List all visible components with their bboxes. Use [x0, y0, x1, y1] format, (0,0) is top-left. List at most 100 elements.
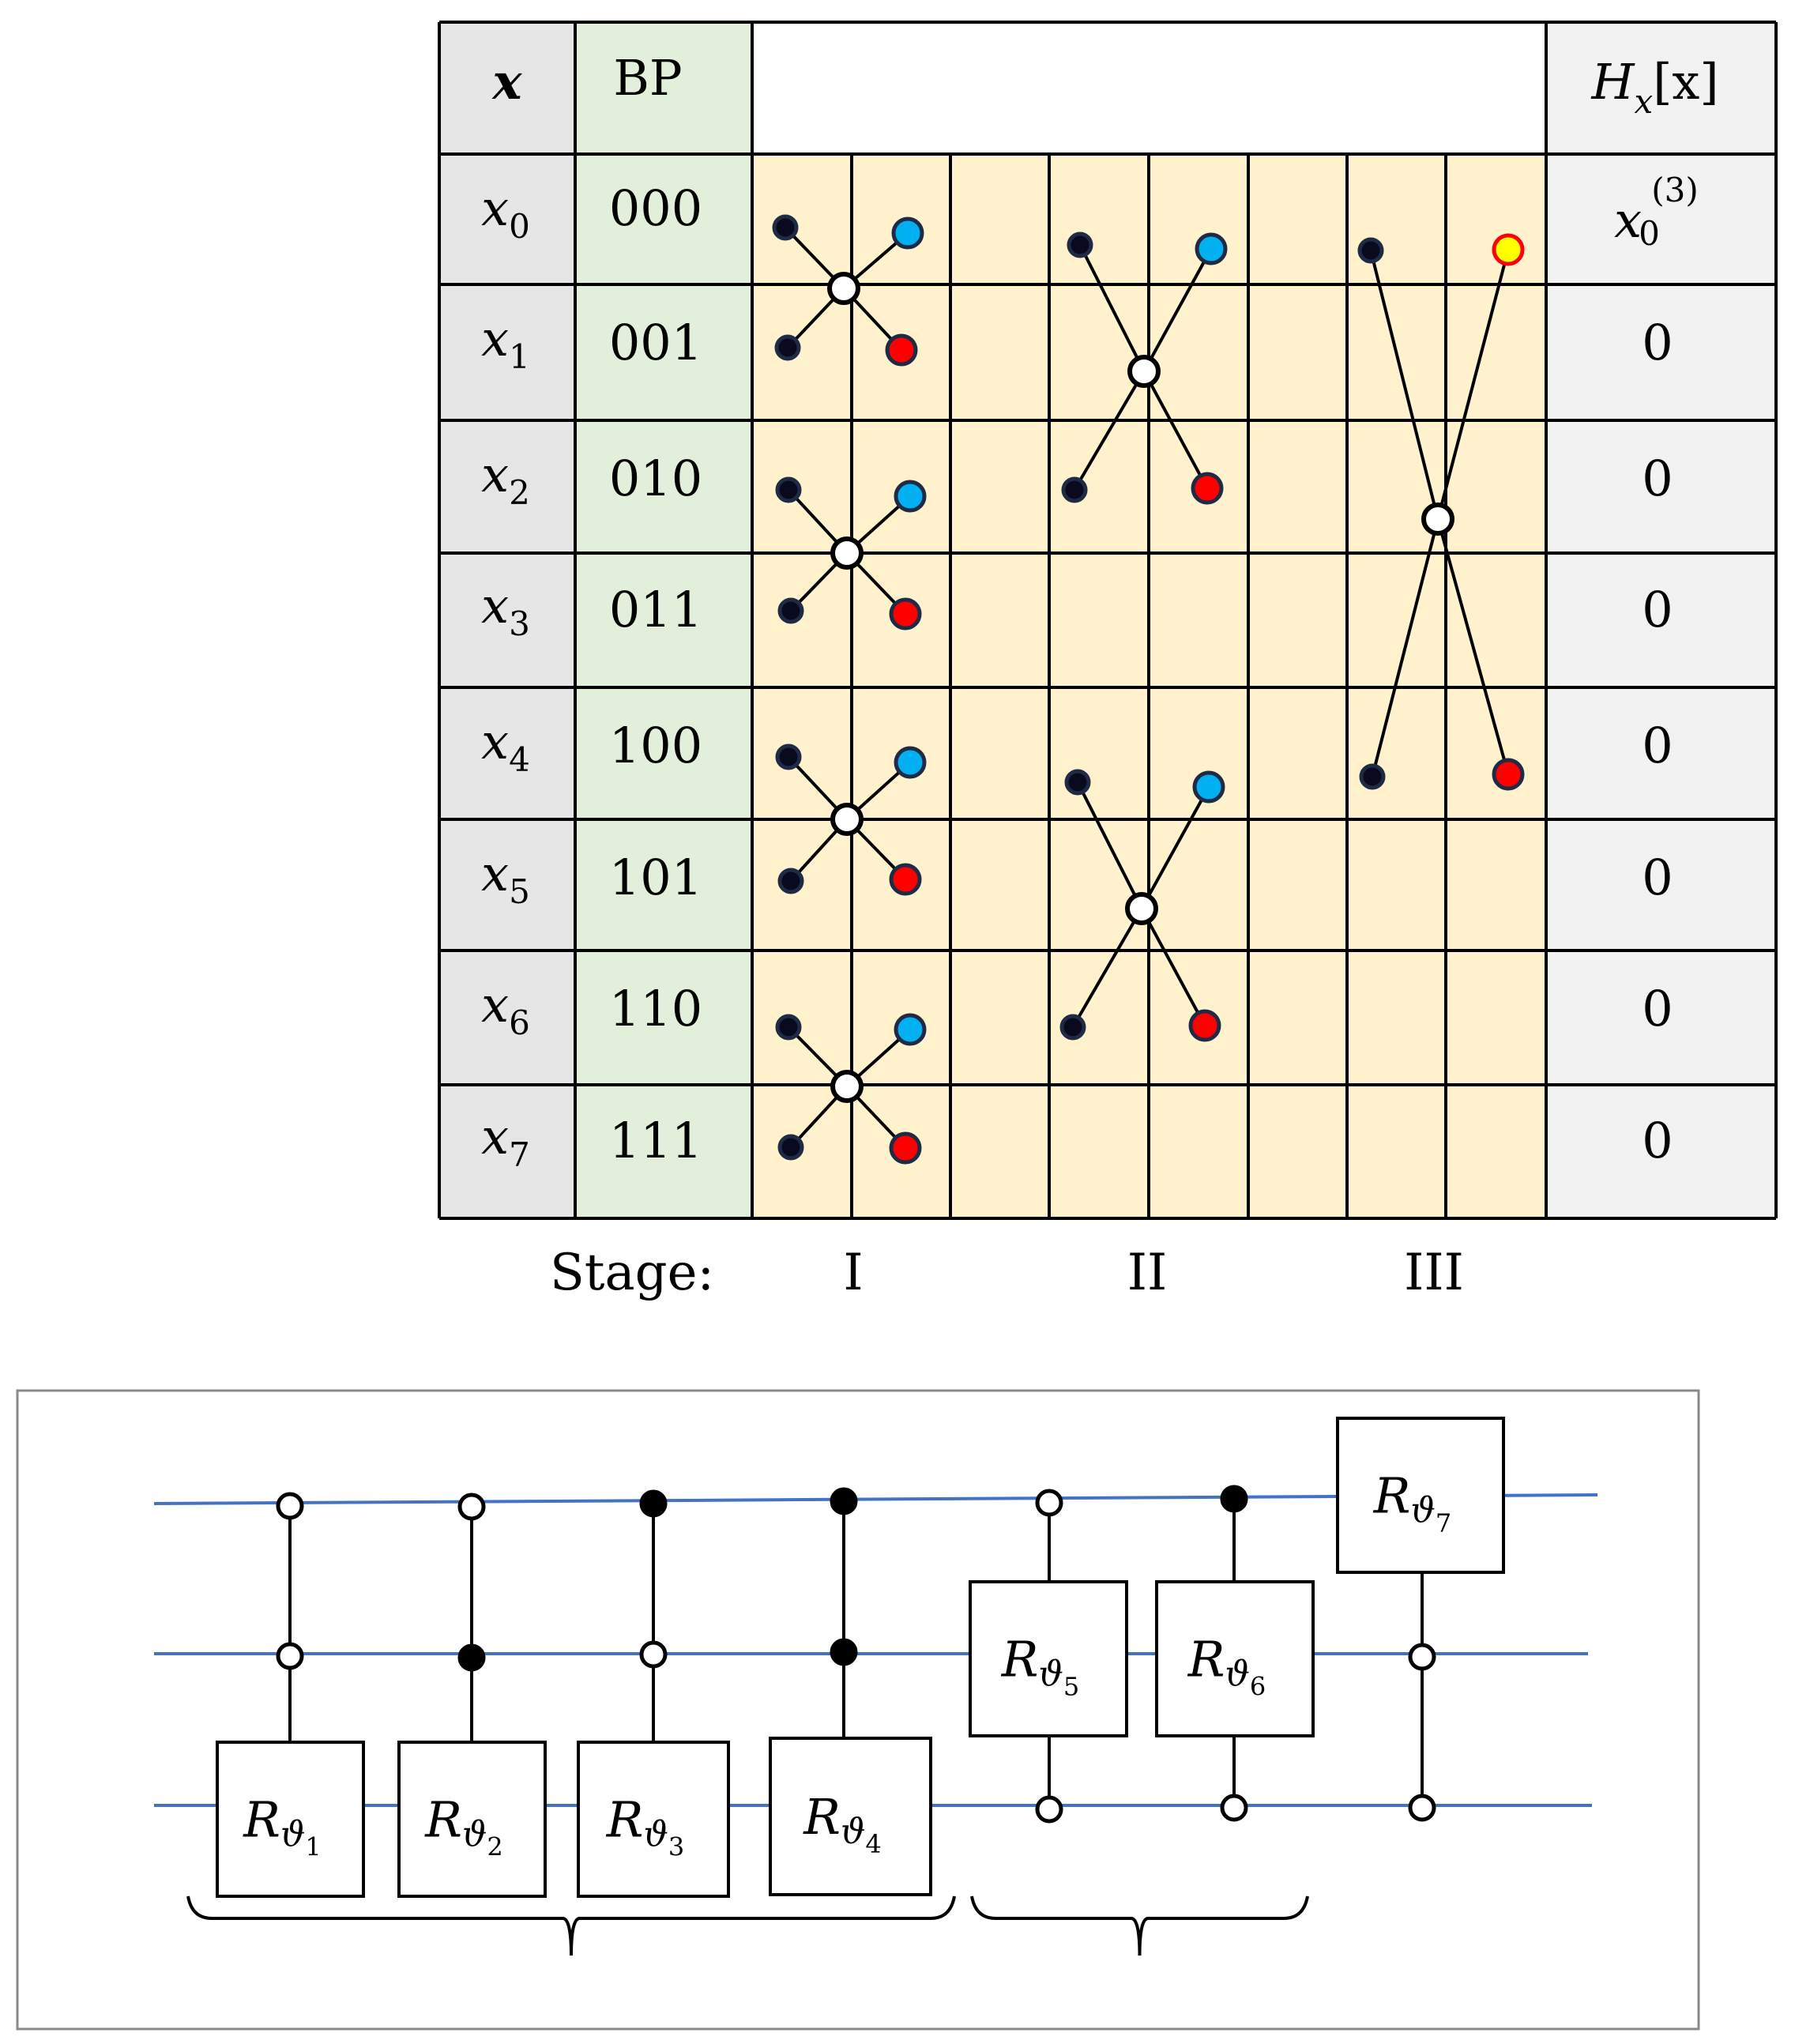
row-var-0: x0	[481, 179, 530, 246]
sum-output-node	[894, 746, 927, 779]
controlled-rotation-gate-4	[769, 1487, 932, 1896]
input-node	[777, 1134, 804, 1161]
butterfly-junction	[830, 1070, 864, 1103]
difference-output-node	[1188, 1009, 1221, 1042]
sum-output-node	[1192, 770, 1225, 804]
controlled-rotation-gate-5	[969, 1489, 1128, 1824]
gate-label-5: Rϑ5	[1001, 1631, 1080, 1702]
input-node	[1064, 769, 1091, 796]
control-dot-filled	[830, 1487, 858, 1515]
label-column-bg	[439, 22, 575, 1218]
difference-output-node	[889, 1131, 922, 1165]
butterfly-edge	[1142, 248, 1213, 372]
butterfly-s1-0	[784, 226, 909, 352]
control-dot-open	[1035, 1795, 1063, 1824]
input-node	[774, 334, 801, 361]
brace-stage-2	[970, 1895, 1309, 1956]
butterfly-s3-0	[1369, 249, 1510, 777]
row-bp-5: 101	[609, 849, 702, 906]
butterfly-junction	[827, 272, 860, 305]
control-dot-filled	[457, 1643, 486, 1672]
input-node	[1067, 232, 1093, 258]
controlled-rotation-gate-3	[577, 1489, 730, 1898]
row-var-5: x5	[481, 845, 530, 911]
control-dot-filled	[1220, 1485, 1248, 1513]
butterfly-s1-3	[787, 1026, 912, 1150]
input-node	[775, 743, 802, 770]
input-node	[777, 868, 804, 894]
row-out-4: 0	[1642, 717, 1673, 774]
header-bp: BP	[613, 49, 682, 107]
control-dot-open	[457, 1493, 486, 1521]
row-bp-1: 001	[609, 314, 702, 371]
row-bp-0: 000	[609, 179, 702, 237]
row-var-3: x3	[481, 577, 530, 643]
controlled-rotation-gate-2	[397, 1493, 547, 1898]
brace-stage-1	[186, 1895, 956, 1956]
header-h-arg: [x]	[1653, 53, 1718, 111]
control-dot-filled	[830, 1638, 858, 1666]
controlled-rotation-gate-1	[216, 1492, 365, 1898]
input-node	[1061, 476, 1088, 503]
input-node	[1357, 237, 1384, 264]
sum-output-node	[894, 480, 927, 513]
header-h-sub: x	[1635, 82, 1654, 121]
row-out-5: 0	[1642, 849, 1673, 906]
butterfly-edge	[1078, 244, 1146, 372]
row-var-4: x4	[481, 713, 530, 779]
input-node	[775, 1014, 802, 1041]
control-dot-open	[1408, 1794, 1436, 1822]
gate-box	[969, 1580, 1128, 1737]
butterfly-edge	[1369, 250, 1439, 520]
gate-label-6: Rϑ6	[1187, 1631, 1266, 1702]
butterfly-edge	[1076, 781, 1143, 909]
row-out-3: 0	[1642, 581, 1673, 638]
header-x: x	[491, 53, 523, 111]
butterfly-edge	[1371, 518, 1439, 777]
control-dot-open	[276, 1642, 304, 1670]
butterfly-network	[772, 214, 1525, 1165]
stage-3-label: III	[1404, 1244, 1464, 1302]
butterfly-edge	[1140, 786, 1210, 909]
gate-box	[769, 1737, 932, 1896]
butterfly-s2-0	[1073, 244, 1213, 491]
control-dot-open	[1035, 1489, 1063, 1517]
bp-column-bg	[575, 22, 752, 1218]
control-dot-filled	[639, 1489, 668, 1518]
butterfly-junction	[830, 803, 864, 836]
butterfly-junction	[1421, 503, 1454, 536]
gate-label-2: Rϑ2	[424, 1791, 503, 1862]
gate-box	[216, 1741, 365, 1898]
butterfly-edge	[1436, 249, 1510, 520]
controlled-rotation-gate-6	[1155, 1485, 1315, 1822]
row-texts: x0 000 x0 (3) x1 001 0 x2 010 0 x3 011 0…	[481, 171, 1699, 1174]
difference-output-node	[889, 597, 922, 631]
control-dot-open	[1220, 1794, 1248, 1822]
gate-label-3: Rϑ3	[606, 1791, 685, 1862]
input-node	[777, 597, 804, 624]
butterfly-junction	[1125, 892, 1158, 925]
butterfly-junction	[830, 536, 864, 570]
circuit	[153, 1417, 1598, 1956]
stage-label: Stage:	[550, 1244, 714, 1302]
row-var-7: x7	[481, 1108, 530, 1174]
difference-output-node	[889, 863, 922, 896]
gate-label-4: Rϑ4	[803, 1788, 882, 1859]
row-out-0-sup: (3)	[1651, 171, 1699, 209]
input-node	[1359, 763, 1386, 790]
difference-output-node	[885, 333, 918, 367]
gate-box	[397, 1741, 547, 1898]
butterfly-edge	[1436, 518, 1510, 775]
input-node	[775, 476, 802, 503]
controlled-rotation-gate-7	[1336, 1417, 1505, 1822]
input-node	[772, 214, 799, 241]
table-grid	[438, 21, 1778, 1220]
butterfly-edge	[1073, 370, 1146, 491]
sum-output-node	[894, 1013, 927, 1046]
butterfly-edge	[1140, 908, 1206, 1026]
stage-header-bg	[752, 22, 1546, 154]
row-out-1: 0	[1642, 314, 1673, 371]
control-dot-open	[276, 1492, 304, 1520]
